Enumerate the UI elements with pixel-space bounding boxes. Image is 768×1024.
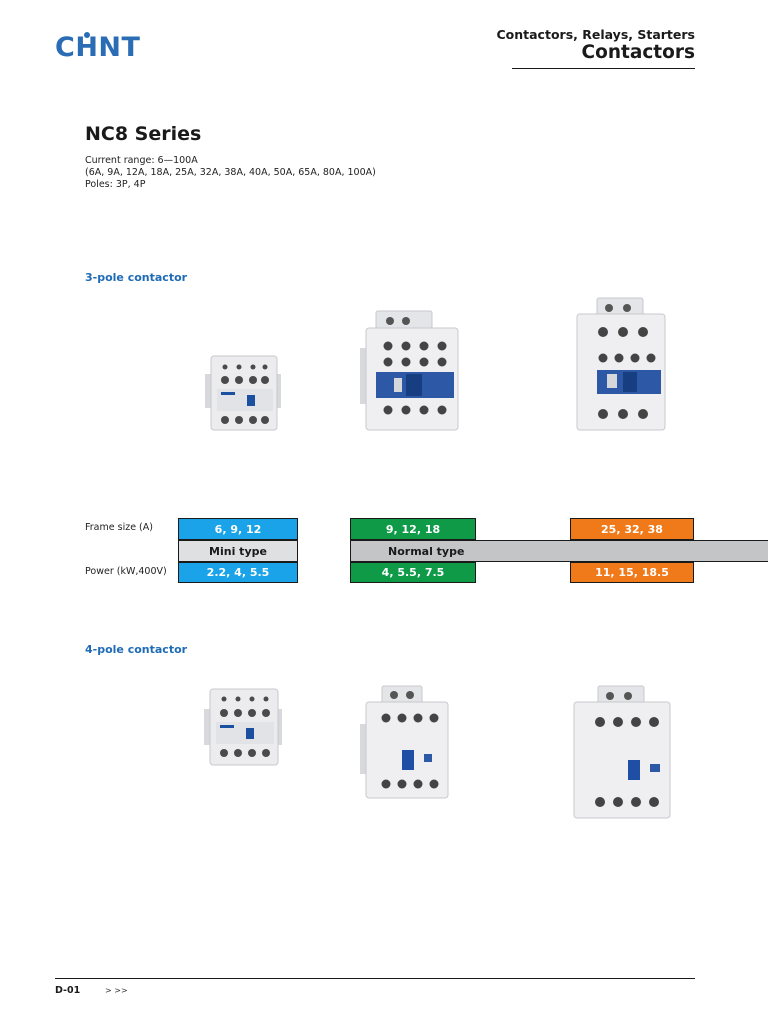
poles-text: Poles: 3P, 4P xyxy=(85,179,146,190)
page-nav-arrows[interactable]: > >> xyxy=(105,986,128,995)
power-normal-small: 4, 5.5, 7.5 xyxy=(350,562,476,583)
four-pole-heading: 4-pole contactor xyxy=(85,643,188,656)
large-3pole-contactor-image xyxy=(576,297,666,431)
frame-size-normal-small: 9, 12, 18 xyxy=(350,518,476,540)
brand-logo: CHNT xyxy=(55,32,141,63)
header-divider xyxy=(512,68,695,69)
three-pole-heading: 3-pole contactor xyxy=(85,271,188,284)
mini-4pole-contactor-image xyxy=(204,688,282,766)
frame-size-label: Frame size (A) xyxy=(85,522,153,533)
normal-4pole-contactor-image xyxy=(360,685,449,799)
large-4pole-contactor-image xyxy=(573,685,671,819)
normal-3pole-contactor-image xyxy=(360,310,459,431)
frame-size-mini: 6, 9, 12 xyxy=(178,518,298,540)
header-category: Contactors, Relays, Starters xyxy=(496,27,695,42)
footer-divider xyxy=(55,978,695,979)
mini-3pole-contactor-image xyxy=(205,355,281,431)
mini-type-band: Mini type xyxy=(178,540,298,562)
power-mini: 2.2, 4, 5.5 xyxy=(178,562,298,583)
header-title: Contactors xyxy=(581,42,695,63)
power-normal-large: 11, 15, 18.5 xyxy=(570,562,694,583)
series-title: NC8 Series xyxy=(85,123,202,145)
normal-type-band: Normal type xyxy=(350,540,768,562)
logo-dot-icon xyxy=(84,32,90,38)
ratings-text: (6A, 9A, 12A, 18A, 25A, 32A, 38A, 40A, 5… xyxy=(85,167,376,178)
current-range-text: Current range: 6—100A xyxy=(85,155,198,166)
power-label: Power (kW,400V) xyxy=(85,566,167,577)
page-number: D-01 xyxy=(55,985,81,996)
frame-size-normal-large: 25, 32, 38 xyxy=(570,518,694,540)
